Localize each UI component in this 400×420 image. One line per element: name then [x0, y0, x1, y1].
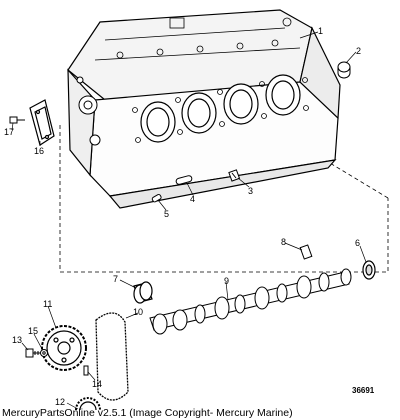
callout-13: 13	[12, 335, 22, 345]
callout-2: 2	[356, 46, 361, 56]
part-14-pin	[83, 365, 89, 376]
callout-labels: 1 2 3 4 5 6 7 8 9 10 11 12 13 14 15 16 1…	[4, 26, 361, 407]
part-4-dowel	[175, 175, 193, 185]
part-8-key	[299, 244, 313, 260]
callout-6: 6	[355, 238, 360, 248]
cylinder-bores	[140, 74, 301, 143]
callout-10: 10	[133, 307, 143, 317]
callout-14: 14	[92, 379, 102, 389]
copyright-footer: MercuryPartsOnline v2.5.1 (Image Copyrig…	[0, 406, 400, 420]
callout-8: 8	[281, 237, 286, 247]
callout-5: 5	[164, 209, 169, 219]
part-2-plug	[337, 61, 351, 79]
drawing-number: 36691	[352, 386, 375, 395]
callout-17: 17	[4, 127, 14, 137]
part-12-crank-sprocket	[75, 397, 101, 411]
callout-11: 11	[43, 299, 52, 309]
part-15-washer	[40, 349, 48, 357]
callout-12: 12	[55, 397, 65, 407]
callout-4: 4	[190, 194, 195, 204]
footer-text: MercuryPartsOnline v2.5.1 (Image Copyrig…	[2, 407, 293, 419]
part-6-seal	[362, 260, 376, 280]
part-3-fitting	[228, 169, 241, 182]
callout-1: 1	[318, 26, 323, 36]
callout-3: 3	[248, 186, 253, 196]
callout-9: 9	[224, 276, 229, 286]
callout-7: 7	[113, 274, 118, 284]
callout-15: 15	[28, 326, 38, 336]
part-10-timing-chain	[95, 312, 129, 401]
part-9-camshaft	[149, 268, 352, 335]
part-11-cam-sprocket	[41, 325, 87, 371]
part-7-cam-bearing	[133, 281, 153, 304]
callout-leader-lines	[11, 31, 367, 410]
callout-16: 16	[34, 146, 44, 156]
part-17-screw	[9, 116, 25, 124]
head-bolt-holes	[132, 77, 309, 143]
part-16-gasket	[29, 99, 55, 146]
